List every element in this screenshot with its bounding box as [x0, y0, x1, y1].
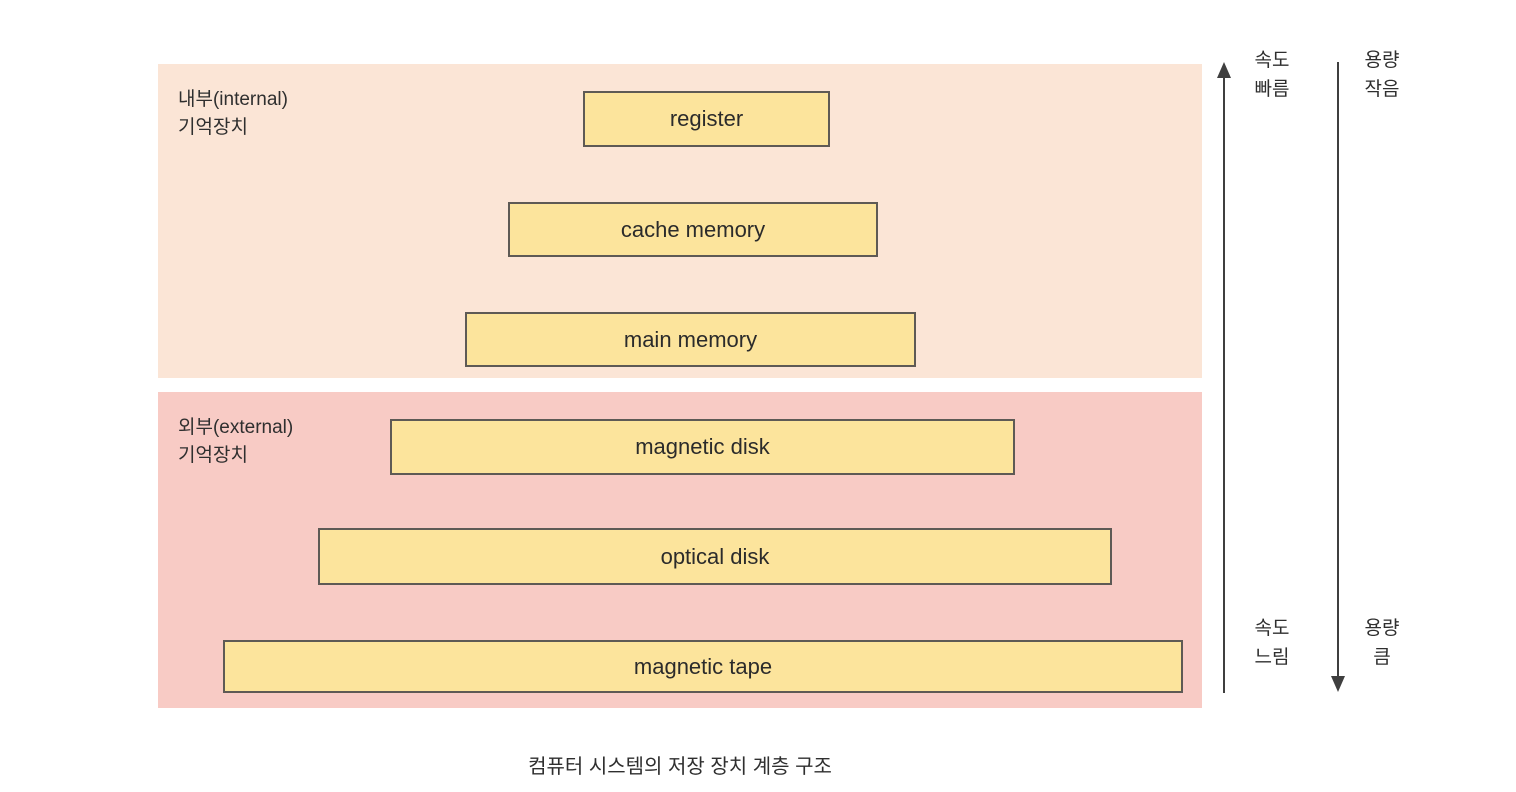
capacity-axis-line — [1337, 62, 1339, 678]
memory-level-box-register: register — [583, 91, 830, 147]
capacity-large-label-line1: 용량 — [1364, 618, 1400, 639]
memory-level-box-cache-memory: cache memory — [508, 202, 878, 257]
speed-slow-label-line1: 속도 — [1254, 618, 1290, 639]
capacity-large-label: 용량 큼 — [1350, 614, 1414, 672]
speed-fast-label-line2: 빠름 — [1254, 79, 1290, 100]
internal-memory-label-line2: 기억장치 — [178, 117, 248, 138]
capacity-small-label: 용량 작음 — [1350, 46, 1414, 104]
capacity-small-label-line1: 용량 — [1364, 50, 1400, 71]
speed-axis-line — [1223, 76, 1225, 693]
internal-memory-label-line1: 내부(internal) — [178, 89, 288, 110]
memory-level-box-optical-disk: optical disk — [318, 528, 1112, 585]
external-memory-label-line1: 외부(external) — [178, 417, 294, 438]
speed-slow-label-line2: 느림 — [1254, 647, 1290, 668]
arrow-up-icon — [1217, 62, 1231, 78]
memory-level-box-magnetic-disk: magnetic disk — [390, 419, 1015, 475]
capacity-small-label-line2: 작음 — [1364, 79, 1400, 100]
external-memory-label-line2: 기억장치 — [178, 445, 248, 466]
speed-fast-label: 속도 빠름 — [1240, 46, 1304, 104]
internal-memory-label: 내부(internal) 기억장치 — [178, 86, 288, 142]
arrow-down-icon — [1331, 676, 1345, 692]
memory-level-box-magnetic-tape: magnetic tape — [223, 640, 1183, 693]
speed-slow-label: 속도 느림 — [1240, 614, 1304, 672]
capacity-large-label-line2: 큼 — [1373, 647, 1391, 668]
memory-level-box-main-memory: main memory — [465, 312, 916, 367]
diagram-caption: 컴퓨터 시스템의 저장 장치 계층 구조 — [528, 756, 832, 778]
speed-fast-label-line1: 속도 — [1254, 50, 1290, 71]
external-memory-label: 외부(external) 기억장치 — [178, 414, 293, 470]
